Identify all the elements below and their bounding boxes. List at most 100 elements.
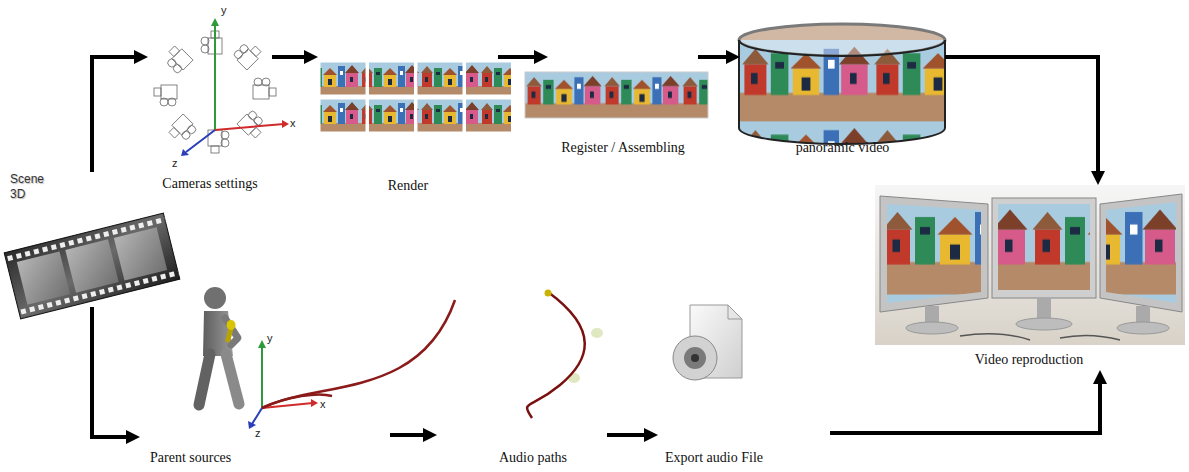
- stage-node: Video reproduction: [873, 185, 1185, 370]
- camera-rig: [167, 114, 198, 145]
- audio-file-icon: [673, 305, 742, 380]
- stage-node: Cameras settings: [148, 22, 272, 194]
- stage-node: Export audio File: [658, 290, 830, 468]
- walking-figure: [226, 354, 239, 404]
- render-frames: [320, 99, 366, 132]
- flow-arrow: [830, 381, 1100, 433]
- monitor-setup: [1100, 194, 1182, 312]
- monitor-setup: [880, 196, 988, 312]
- camera-rig: [180, 130, 191, 141]
- camera-rig: [238, 43, 249, 54]
- camera-rig: [162, 44, 193, 75]
- panorama-cylinder: [739, 40, 945, 144]
- stage-caption: Scene 3D: [10, 172, 53, 202]
- camera-rig: [168, 98, 176, 106]
- stage-node: Scene 3D: [8, 172, 173, 307]
- source-path: [262, 300, 455, 408]
- stage-caption: Export audio File: [665, 449, 763, 466]
- walking-figure: [225, 318, 238, 345]
- camera-rig: [160, 98, 168, 106]
- stage-caption: Parent sources: [150, 449, 231, 466]
- monitor-setup: [1136, 306, 1150, 324]
- camera-rig: [172, 63, 183, 74]
- render-frames: [320, 62, 366, 95]
- render-frames: [369, 99, 415, 132]
- camera-rig: [247, 110, 258, 121]
- camera-rig: [254, 78, 262, 86]
- camera-rig: [201, 31, 222, 54]
- camera-rig: [166, 57, 177, 68]
- camera-axes: [215, 124, 284, 130]
- monitor-setup: [925, 306, 939, 324]
- camera-rig: [221, 139, 229, 147]
- axis-label: x: [320, 398, 326, 410]
- camera-axes: [186, 130, 215, 152]
- audio-path: [527, 292, 585, 418]
- camera-rig: [161, 85, 177, 99]
- monitor-setup: [1016, 318, 1072, 330]
- flow-arrow: [945, 57, 1098, 174]
- stage-node: Parent sources: [140, 270, 390, 468]
- render-frames: [466, 99, 512, 132]
- flow-arrow: [92, 57, 137, 172]
- camera-axes: [214, 24, 216, 130]
- walking-figure: [204, 287, 226, 309]
- camera-rig: [208, 130, 222, 146]
- camera-rig: [269, 88, 276, 96]
- camera-rig: [154, 88, 161, 96]
- camera-rig: [172, 114, 193, 135]
- panorama-cylinder: [739, 24, 945, 144]
- stage-node: Audio paths: [437, 280, 607, 468]
- monitor-setup: [998, 204, 1090, 290]
- monitor-setup: [1117, 322, 1169, 334]
- axis-label: x: [290, 117, 296, 129]
- render-frames: [369, 62, 415, 95]
- walking-figure: [227, 320, 236, 330]
- camera-rig: [211, 146, 219, 153]
- monitor-setup: [887, 204, 981, 303]
- flow-arrow: [607, 433, 647, 437]
- camera-rig: [250, 46, 261, 57]
- flow-arrow: [92, 307, 129, 437]
- axis-label: y: [221, 4, 227, 16]
- film-strip: [17, 251, 70, 304]
- source-axes: [261, 346, 263, 408]
- film-strip: [4, 213, 180, 319]
- source-axes: [248, 340, 318, 429]
- assembled-strip: [525, 72, 708, 118]
- audio-file-icon: [691, 354, 699, 362]
- render-frames: [320, 62, 512, 132]
- assembled-strip: [525, 72, 708, 118]
- camera-axes: [211, 18, 219, 26]
- camera-rig: [253, 85, 269, 99]
- camera-rig: [201, 45, 209, 53]
- audio-path: [545, 290, 552, 297]
- monitor-setup: [906, 322, 958, 334]
- audio-file-icon: [728, 305, 742, 319]
- film-strip: [65, 239, 118, 292]
- source-axes: [248, 421, 256, 429]
- camera-axes: [181, 149, 189, 156]
- audio-path: [527, 290, 603, 419]
- walking-figure: [199, 354, 210, 405]
- monitor-setup: [1106, 202, 1176, 303]
- source-axes: [258, 340, 266, 348]
- camera-rig: [186, 124, 197, 135]
- film-strip: [4, 213, 180, 319]
- audio-file-icon: [673, 336, 717, 380]
- audio-path: [591, 328, 603, 338]
- flow-arrow: [698, 55, 729, 59]
- render-frames: [466, 62, 512, 95]
- camera-rig: [169, 127, 180, 138]
- stage-caption: Render: [388, 177, 428, 194]
- flow-arrow: [390, 433, 426, 437]
- source-axes: [252, 408, 262, 424]
- monitor-setup: [960, 334, 1120, 340]
- walking-figure: [199, 287, 239, 405]
- render-frames: [417, 99, 463, 132]
- stage-node: Render: [318, 50, 498, 196]
- camera-axes: [282, 120, 289, 128]
- camera-rig: [169, 46, 180, 57]
